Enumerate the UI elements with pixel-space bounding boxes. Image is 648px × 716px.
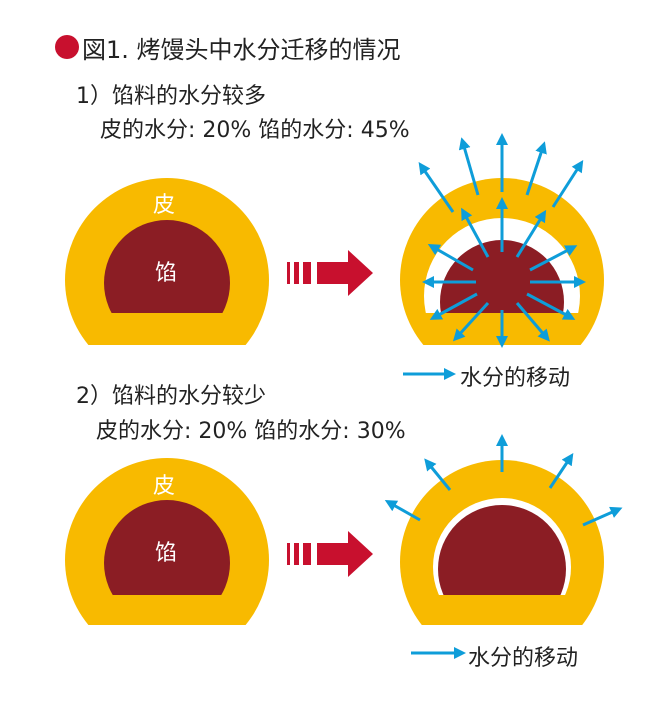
bun-before-1: [65, 178, 269, 345]
moisture-arrow: [458, 137, 480, 196]
transition-arrow-2: [287, 531, 373, 577]
moisture-arrow: [424, 458, 452, 491]
moisture-arrow: [452, 301, 490, 342]
case2-moisture: 皮的水分: 20% 馅的水分: 30%: [96, 419, 406, 444]
moisture-arrow: [429, 292, 478, 320]
title-bullet: [55, 35, 79, 59]
moisture-arrow: [525, 141, 547, 196]
moisture-arrow: [461, 207, 490, 258]
moisture-arrow: [515, 209, 547, 258]
moisture-arrow: [582, 506, 623, 527]
filling-label-2: 馅: [155, 541, 178, 566]
filling-label-1: 馅: [155, 261, 178, 286]
moisture-arrow: [548, 453, 574, 489]
moisture-arrow: [384, 500, 421, 522]
figure-title: 図1. 烤馒头中水分迁移的情况: [82, 36, 401, 64]
legend-label-1: 水分的移动: [460, 366, 571, 391]
moisture-arrow: [529, 245, 578, 272]
case1-moisture: 皮的水分: 20% 馅的水分: 45%: [100, 118, 410, 143]
bun-after-2: [400, 460, 604, 625]
case1-heading: 1）馅料的水分较多: [76, 84, 266, 109]
transition-arrow-1: [287, 250, 373, 296]
bun-before-2: [65, 458, 269, 625]
moisture-arrow: [515, 302, 550, 342]
moisture-arrow: [526, 292, 576, 320]
skin-label-1: 皮: [153, 193, 176, 218]
case2-heading: 2）馅料的水分较少: [76, 384, 266, 409]
moisture-arrow: [418, 162, 455, 213]
moisture-arrow: [551, 159, 584, 208]
moisture-arrow: [427, 244, 474, 272]
legend-label-2: 水分的移动: [468, 646, 579, 671]
skin-label-2: 皮: [153, 474, 176, 499]
bun-after-1: [400, 178, 604, 345]
